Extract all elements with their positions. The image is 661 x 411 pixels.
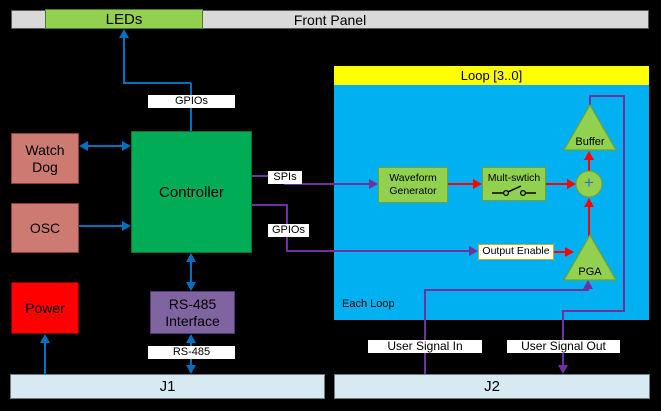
wg-mult-line [447, 183, 473, 185]
gpios-loop-line [252, 204, 288, 206]
gpios-loop-line [286, 250, 469, 252]
loop-header-label: Loop [3..0] [460, 68, 523, 83]
controller-rs485-line [190, 262, 192, 282]
watchdog-label: Watch Dog [25, 142, 65, 175]
arrowhead [567, 179, 576, 189]
leds-box: LEDs [45, 9, 203, 29]
arrowhead [369, 179, 378, 189]
arrowhead [186, 282, 196, 291]
rs485-interface-box: RS-485 Interface [150, 291, 235, 334]
arrowhead [79, 141, 88, 151]
j1-power-line [44, 343, 46, 374]
arrowhead [40, 334, 50, 343]
arrowhead [583, 280, 593, 289]
controller-box: Controller [131, 131, 252, 253]
j1-label: J1 [159, 378, 176, 395]
waveform-generator-box: Waveform Generator [378, 167, 448, 203]
spis-line [284, 183, 369, 185]
j1-connector-bar: J1 [10, 374, 325, 399]
power-label: Power [25, 300, 65, 316]
pga-label: PGA [578, 266, 602, 278]
pga-amp-triangle: PGA [562, 233, 618, 281]
user-signal-out-line [589, 96, 591, 105]
rs485-label: RS-485 [148, 346, 235, 359]
pga-summer-line [588, 207, 590, 236]
gpios-label-loop: GPIOs [268, 224, 309, 237]
arrowhead [186, 365, 196, 374]
arrowhead [122, 141, 131, 151]
buffer-amp-triangle: Buffer [562, 103, 618, 151]
arrowhead [584, 151, 594, 160]
arrowhead [469, 246, 478, 256]
controller-leds-line [123, 82, 191, 84]
buffer-label: Buffer [575, 136, 605, 148]
rs485-interface-label: RS-485 Interface [165, 295, 220, 329]
mult-summer-line [546, 183, 567, 185]
triangle-up-icon [562, 233, 618, 281]
power-box: Power [11, 282, 79, 334]
gpios-label-top: GPIOs [148, 95, 235, 108]
controller-label: Controller [158, 183, 225, 201]
arrowhead [122, 221, 131, 231]
summer-circle: + [575, 170, 603, 198]
user-signal-out-label: User Signal Out [507, 340, 620, 353]
watchdog-controller-line [88, 145, 122, 147]
user-signal-out-line [623, 95, 625, 312]
j2-connector-bar: J2 [334, 374, 650, 399]
arrowhead [119, 29, 129, 38]
user-signal-out-line [562, 310, 624, 312]
plus-icon: + [584, 173, 594, 192]
arrowhead [186, 253, 196, 262]
arrowhead [584, 198, 594, 207]
triangle-up-icon [562, 103, 618, 151]
circle-icon [575, 170, 603, 198]
front-panel-label: Front Panel [293, 11, 367, 28]
mult-switch-box: Mult-swtich [482, 167, 546, 201]
user-signal-in-line [424, 289, 589, 291]
osc-label: OSC [29, 220, 61, 236]
summer-buffer-line [588, 160, 590, 171]
leds-label: LEDs [105, 10, 143, 28]
osc-controller-line [79, 225, 122, 227]
osc-box: OSC [11, 203, 79, 253]
user-signal-out-line [562, 311, 564, 365]
user-signal-out-line [589, 95, 625, 97]
j2-label: J2 [484, 378, 500, 395]
oe-pga-line [552, 251, 565, 253]
output-enable-label: Output Enable [478, 244, 554, 260]
arrowhead [473, 179, 482, 189]
controller-leds-line [123, 38, 125, 83]
loop-header: Loop [3..0] [334, 66, 649, 85]
switch-icon [492, 184, 536, 196]
arrowhead [186, 334, 196, 343]
mult-switch-label: Mult-swtich [487, 171, 541, 184]
spis-label: SPIs [268, 171, 302, 184]
waveform-generator-label: Waveform Generator [389, 171, 437, 197]
each-loop-note: Each Loop [342, 298, 395, 310]
user-signal-in-label: User Signal In [368, 340, 482, 353]
arrowhead [565, 247, 574, 257]
arrowhead [558, 365, 568, 374]
user-signal-in-line [424, 290, 426, 374]
watchdog-box: Watch Dog [11, 133, 79, 184]
